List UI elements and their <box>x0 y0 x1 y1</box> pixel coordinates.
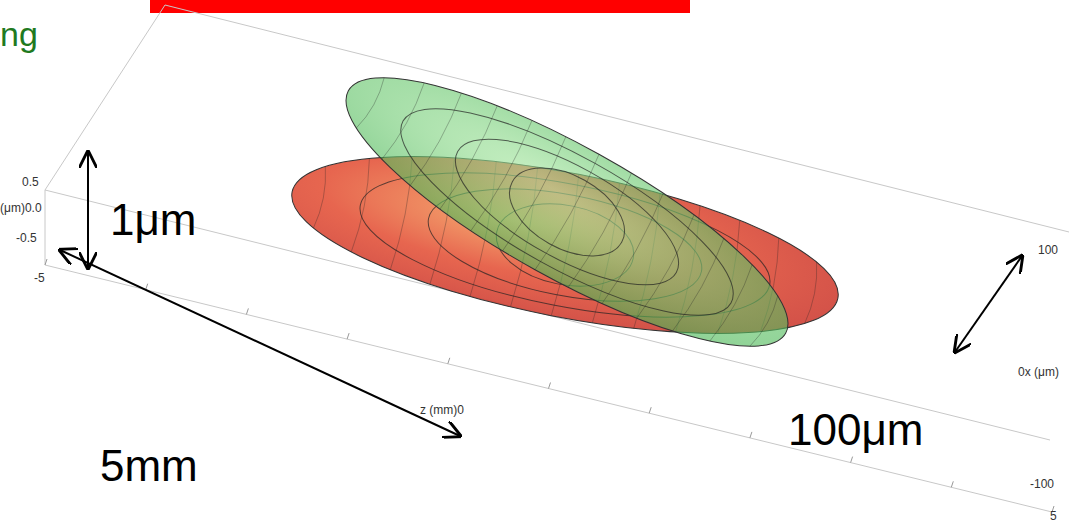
length-arrow <box>60 250 460 436</box>
axis-tick: -0.5 <box>16 232 37 245</box>
tick-mark <box>45 259 47 265</box>
axis-tick: -5 <box>34 272 45 285</box>
width-arrow <box>955 256 1022 352</box>
axis-label: (μm)0.0 <box>0 202 42 215</box>
dimension-label: 5mm <box>100 442 198 490</box>
mesh-line <box>351 158 373 252</box>
tick-mark <box>750 432 752 438</box>
cropped-heading: ng <box>0 16 38 53</box>
axis-tick: 5 <box>1050 510 1057 523</box>
tick-mark <box>851 457 853 463</box>
mesh-line <box>313 166 329 228</box>
mesh-line <box>750 296 781 348</box>
axis-tick: 0.5 <box>22 176 39 189</box>
contour-line <box>495 150 640 274</box>
mesh-line <box>568 173 635 289</box>
contour-line <box>376 72 758 352</box>
green-ellipsoid <box>316 33 817 391</box>
tick-mark <box>951 481 953 487</box>
mesh-line <box>410 93 465 187</box>
red-banner <box>150 0 690 13</box>
dimension-label: 100μm <box>788 406 923 454</box>
mesh-line <box>356 78 387 130</box>
mesh-line <box>382 83 428 161</box>
axis-tick: 100 <box>1038 244 1058 257</box>
tick-mark <box>246 308 248 314</box>
axis-label: z (mm)0 <box>420 404 464 417</box>
tick-mark <box>549 383 551 389</box>
green-ellipsoid-surface <box>316 33 817 391</box>
axis-tick: -100 <box>1030 478 1054 491</box>
mesh-line <box>637 215 698 320</box>
dimension-label: 1μm <box>110 196 196 244</box>
tick-mark <box>649 407 651 413</box>
axis-label: 0x (μm) <box>1018 366 1059 379</box>
ellipsoids <box>278 33 851 391</box>
height-arrow <box>87 152 89 268</box>
plot-box <box>45 5 1069 512</box>
mesh-line <box>535 154 602 271</box>
mesh-line <box>710 265 756 343</box>
tick-mark <box>347 333 349 339</box>
mesh-line <box>503 137 570 253</box>
tick-mark <box>146 284 148 290</box>
contour-line <box>435 111 698 313</box>
mesh-line <box>805 262 821 324</box>
dimension-arrows <box>60 152 1022 436</box>
mesh-line <box>440 106 501 211</box>
tick-mark <box>448 358 450 364</box>
mesh-line <box>673 239 728 333</box>
